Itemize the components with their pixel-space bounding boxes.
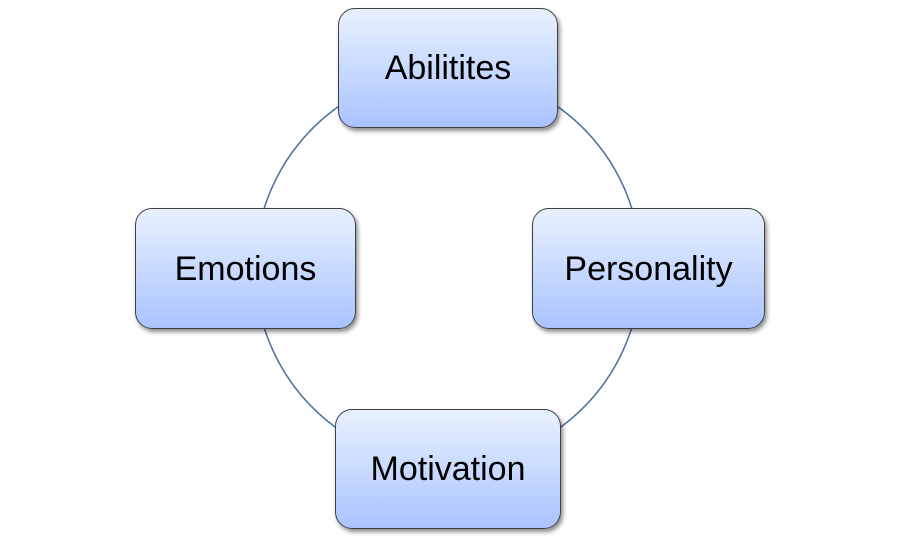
node-motivation: Motivation bbox=[335, 409, 561, 529]
node-emotions: Emotions bbox=[135, 208, 356, 329]
node-personality: Personality bbox=[532, 208, 765, 329]
node-label-emotions: Emotions bbox=[174, 249, 317, 288]
node-label-personality: Personality bbox=[564, 249, 733, 288]
node-label-abilities: Abilitites bbox=[384, 49, 512, 87]
node-abilities: Abilitites bbox=[338, 8, 558, 128]
node-label-motivation: Motivation bbox=[370, 450, 526, 488]
